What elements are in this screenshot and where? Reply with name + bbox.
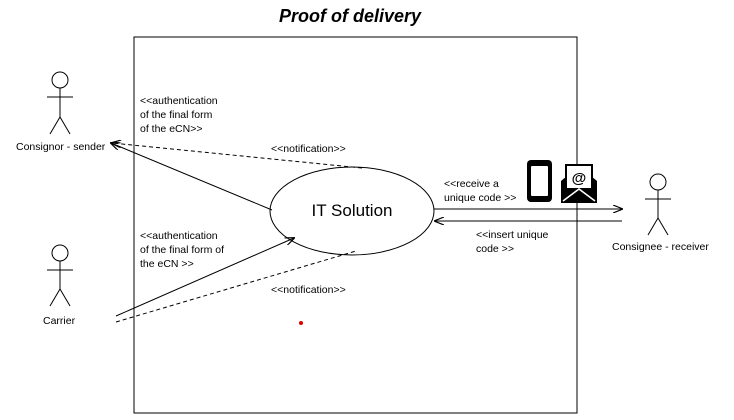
annotation-line: the eCN >> <box>140 258 194 270</box>
actor-carrier-figure <box>47 244 73 307</box>
insert-code-annotation: <<insert unique code >> <box>476 228 548 256</box>
system-boundary <box>133 36 578 414</box>
marker-dot <box>299 321 303 325</box>
email-icon: @ <box>561 164 597 203</box>
actor-carrier-label: Carrier <box>43 315 76 327</box>
auth-carrier-association <box>115 238 294 317</box>
actor-consignee-label: Consignee - receiver <box>612 241 709 253</box>
actor-consignor-figure <box>47 71 73 135</box>
annotation-line: <<receive a <box>444 178 499 190</box>
actor-consignor-label: Consignor - sender <box>16 141 106 153</box>
notification-top-label: <<notification>> <box>271 143 346 155</box>
notification-bottom-label: <<notification>> <box>271 284 346 296</box>
annotation-line: of the final form of <box>140 244 225 256</box>
annotation-line: code >> <box>476 243 514 255</box>
annotation-line: <<insert unique <box>476 229 549 241</box>
auth-carrier-annotation: <<authentication of the final form of th… <box>140 229 224 271</box>
annotation-line: unique code >> <box>444 192 517 204</box>
mobile-phone-icon <box>527 160 552 202</box>
annotation-line: of the final form <box>140 109 213 121</box>
auth-consignor-association <box>111 143 273 211</box>
diagram-title: Proof of delivery <box>278 6 422 26</box>
svg-text:@: @ <box>572 170 587 187</box>
auth-consignor-annotation: <<authentication of the final form of th… <box>140 94 218 136</box>
annotation-line: <<authentication <box>140 230 218 242</box>
use-case-label: IT Solution <box>311 201 393 220</box>
actor-consignee-figure <box>645 173 671 236</box>
annotation-line: <<authentication <box>140 95 218 107</box>
receive-code-annotation: <<receive a unique code >> <box>444 177 516 205</box>
annotation-line: of the eCN>> <box>140 123 203 135</box>
